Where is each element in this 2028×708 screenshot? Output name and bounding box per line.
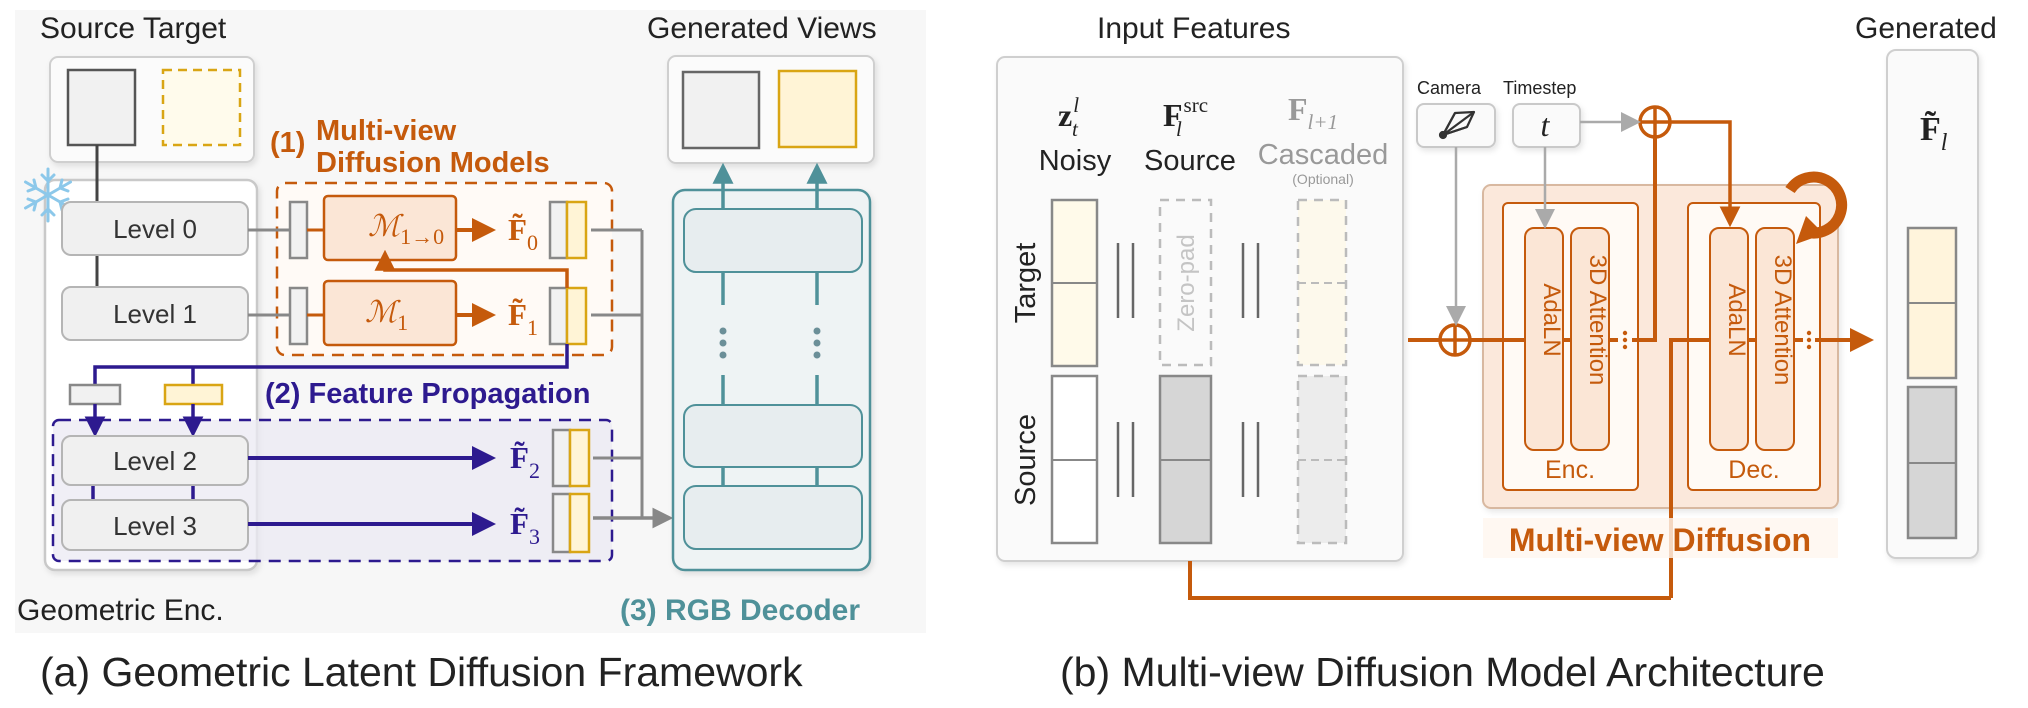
noisy-label: Noisy: [1039, 145, 1112, 177]
generated-label: Generated: [1855, 12, 1997, 45]
input-features-label: Input Features: [1097, 12, 1290, 45]
level0-feature-bar: [288, 200, 309, 260]
source-image: [66, 68, 137, 147]
feature-f2-label: F̃2: [510, 440, 540, 483]
camera-label: Camera: [1417, 78, 1482, 98]
cascaded-feature-symbol: Fl+1: [1288, 91, 1338, 134]
zero-pad-label: Zero-pad: [1173, 234, 1200, 331]
block-ellipsis-icons: [1622, 330, 1812, 350]
f0-source-bar: [548, 200, 569, 260]
level-0-label: Level 0: [113, 214, 197, 244]
source-label: Source: [1144, 145, 1236, 177]
propagation-line: [93, 344, 569, 385]
input-add-operator-icon: [1438, 323, 1472, 357]
level-3-label: Level 3: [113, 511, 197, 541]
level-1-block: Level 1: [61, 286, 249, 341]
f3-target-bar: [568, 492, 591, 554]
level-2-block: Level 2: [61, 435, 249, 486]
multiview-diffusion-label: Multi-view Diffusion: [1509, 522, 1811, 558]
recurrence-loop-icon: [1785, 171, 1848, 244]
decoder-adaln-label: AdaLN: [1723, 283, 1750, 356]
mvd-label-background: [1483, 518, 1838, 558]
f1-target-bar: [565, 286, 588, 346]
decoder-attention-label: 3D Attention: [1769, 255, 1796, 386]
level-0-block: Level 0: [61, 201, 249, 256]
stage3-title: (3) RGB Decoder: [620, 594, 860, 627]
stage1-number: (1): [270, 127, 305, 159]
embed-to-decoder-arrow: [1670, 120, 1741, 228]
source-row-label: Source: [1010, 414, 1042, 506]
target-row-label: Target: [1010, 243, 1042, 324]
cascaded-label: Cascaded: [1258, 139, 1389, 171]
f1-source-bar: [548, 286, 569, 346]
level1-feature-bar: [288, 286, 309, 346]
timestep-symbol: t: [1541, 107, 1551, 143]
embed-add-operator-icon: [1638, 105, 1672, 139]
level-1-label: Level 1: [113, 299, 197, 329]
decoder-ellipsis-icon: [719, 327, 821, 359]
timestep-box: [1512, 103, 1581, 148]
level-2-label: Level 2: [113, 446, 197, 476]
panel-a-caption: (a) Geometric Latent Diffusion Framework: [40, 649, 803, 695]
snowflake-frozen-icon: [24, 167, 72, 223]
f2-source-bar: [551, 428, 572, 488]
encoder-attention-label: 3D Attention: [1584, 255, 1611, 386]
stage2-title: (2) Feature Propagation: [265, 378, 591, 410]
encoder-adaln-label: AdaLN: [1538, 283, 1565, 356]
level-3-block: Level 3: [61, 499, 249, 551]
target-image-placeholder: [161, 68, 242, 147]
generated-source-view: [681, 70, 761, 150]
f3-source-bar: [551, 492, 572, 554]
panel-a: Source Target Generated Views Level 0 Le…: [15, 10, 926, 695]
skip-to-embed: [1632, 122, 1657, 342]
propagated-source-feature: [68, 383, 122, 406]
encoder-label: Enc.: [1545, 456, 1595, 484]
generated-feature-symbol: F̃l: [1920, 111, 1948, 156]
propagated-target-feature: [163, 383, 224, 406]
camera-frustum-icon: [1438, 110, 1476, 140]
decoder-streams: [712, 162, 828, 486]
generated-target-view: [777, 69, 858, 149]
timestep-label: Timestep: [1503, 78, 1576, 98]
f2-target-bar: [568, 428, 591, 488]
cascade-arrow: [374, 249, 569, 288]
model-m1-to-0-symbol: ℳ1→0: [368, 210, 444, 249]
f0-target-bar: [565, 200, 588, 260]
optional-label: (Optional): [1292, 171, 1353, 187]
stage1-title-line1: Multi-view: [316, 115, 457, 147]
decoder-input-line: [1669, 338, 1710, 598]
feature-f1-label: F̃1: [508, 297, 538, 340]
decoder-input-bus: [591, 228, 644, 518]
decoder-box: [1687, 202, 1821, 491]
concat-symbol-icons: [1116, 243, 1260, 497]
panel-b-caption: (b) Multi-view Diffusion Model Architect…: [1060, 649, 1825, 695]
stage1-title-line2: Diffusion Models: [316, 147, 550, 179]
feature-f3-label: F̃3: [510, 506, 540, 549]
generated-views-label: Generated Views: [647, 12, 877, 45]
source-target-label: Source Target: [40, 12, 227, 45]
feedback-line: [1188, 561, 1671, 600]
model-m1-symbol: ℳ1: [365, 296, 408, 335]
decoder-label: Dec.: [1728, 456, 1779, 484]
decoder-block-bottom: [683, 485, 863, 550]
decoder-block-top: [683, 208, 863, 273]
decoder-block-middle: [683, 404, 863, 468]
zero-pad-bar: [1158, 198, 1213, 367]
feature-f0-label: F̃0: [508, 212, 538, 255]
geometric-encoder-label: Geometric Enc.: [17, 594, 224, 627]
